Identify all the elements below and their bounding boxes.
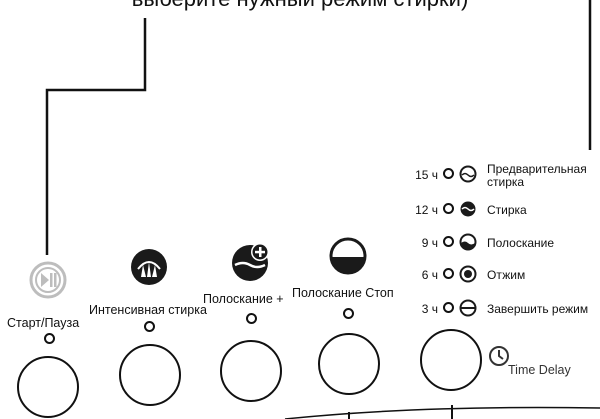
intensive-wash-icon: [131, 249, 167, 285]
instruction-caption: выберите нужный режим стирки): [30, 0, 570, 12]
start-pause-button[interactable]: [17, 356, 79, 418]
delay-hours-12: 12 ч: [415, 203, 438, 217]
intensive-wash-led: [144, 321, 155, 332]
spin-icon: [459, 265, 477, 283]
delay-led-6: [443, 268, 454, 279]
rinse-plus-label: Полоскание +: [203, 292, 284, 306]
panel-edge-curve: [284, 406, 600, 419]
start-pause-label: Старт/Пауза: [7, 316, 80, 330]
delay-label-12: Стирка: [487, 203, 527, 217]
delay-led-12: [443, 203, 454, 214]
delay-label-15-line2: стирка: [487, 175, 525, 189]
delay-label-6: Отжим: [487, 268, 526, 282]
time-delay-icon: [489, 346, 509, 366]
rinse-stop-icon: [329, 237, 367, 275]
prewash-icon: [459, 165, 477, 183]
rinse-plus-led: [246, 313, 257, 324]
rinse-plus-icon: [232, 243, 269, 281]
delay-hours-6: 6 ч: [421, 268, 438, 282]
rinse-plus-button[interactable]: [220, 340, 282, 402]
delay-label-15-line1: Предварительная: [487, 162, 587, 176]
delay-hours-15: 15 ч: [415, 168, 438, 182]
start-pause-led: [44, 333, 55, 344]
rinse-stop-label: Полоскание Стоп: [292, 286, 394, 300]
intensive-wash-label: Интенсивная стирка: [89, 303, 207, 317]
delay-hours-9: 9 ч: [421, 236, 438, 250]
delay-led-9: [443, 236, 454, 247]
delay-label-9: Полоскание: [487, 236, 555, 250]
intensive-wash-button[interactable]: [119, 344, 181, 406]
delay-hours-3: 3 ч: [421, 302, 438, 316]
finish-icon: [459, 299, 477, 317]
delay-led-15: [443, 168, 454, 179]
time-delay-button[interactable]: [420, 329, 482, 391]
delay-label-3: Завершить режим: [487, 302, 589, 316]
play-pause-icon: [29, 261, 67, 299]
rinse-stop-led: [343, 308, 354, 319]
rinse-icon: [459, 233, 477, 251]
leader-line-start: [45, 18, 147, 255]
delay-led-3: [443, 302, 454, 313]
time-delay-label: Time Delay: [508, 363, 571, 377]
rinse-stop-button[interactable]: [318, 333, 380, 395]
wash-icon: [460, 201, 476, 217]
